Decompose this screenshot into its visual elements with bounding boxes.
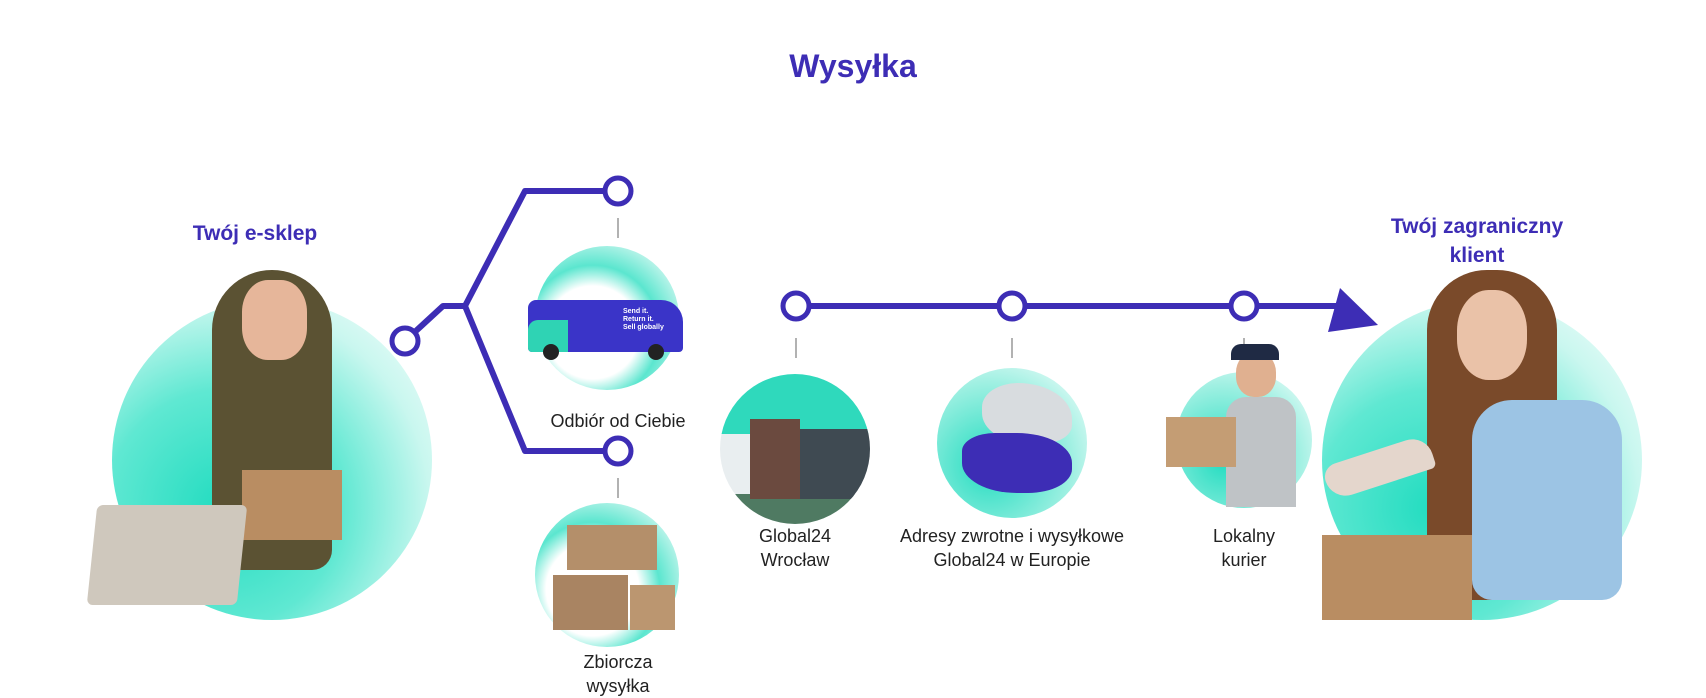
face-shape	[1457, 290, 1527, 380]
box-icon	[567, 525, 657, 570]
arrow-head-icon	[1328, 288, 1378, 332]
parcel-icon	[1322, 535, 1472, 620]
label-line: Twój zagraniczny	[1390, 215, 1564, 238]
step-label-europe: Adresy zwrotne i wysyłkowe Global24 w Eu…	[862, 524, 1162, 572]
label-line: klient	[1449, 244, 1505, 267]
step-label-warehouse: Global24 Wrocław	[695, 524, 895, 572]
van-text: Send it.	[623, 308, 649, 315]
box-icon	[630, 585, 675, 630]
label-line: Zbiorcza	[583, 652, 653, 672]
label-line: Adresy zwrotne i wysyłkowe	[899, 526, 1125, 546]
label-line: Global24 w Europie	[933, 550, 1091, 570]
parcel-icon	[242, 470, 342, 540]
client-heading: Twój zagraniczny klient	[1357, 212, 1597, 270]
warehouse-photo	[720, 374, 870, 524]
van-text: Return it.	[623, 316, 654, 323]
europe-map-ring	[937, 368, 1087, 518]
label-line: wysyłka	[586, 676, 650, 696]
label-line: kurier	[1221, 550, 1267, 570]
shop-illustration	[86, 270, 432, 620]
label-line: Wrocław	[760, 550, 830, 570]
courier-photo	[1166, 344, 1312, 508]
label-line: Global24	[758, 526, 832, 546]
step-label-courier: Lokalny kurier	[1144, 524, 1344, 572]
page-title: Wysyłka	[789, 48, 917, 84]
label-line: Lokalny	[1212, 526, 1276, 546]
face-shape	[242, 280, 307, 360]
van-text: Sell globally	[623, 324, 664, 331]
shop-heading: Twój e-sklep	[192, 222, 318, 245]
shoe-icon	[1321, 433, 1437, 502]
van-icon: Send it. Return it. Sell globally	[528, 300, 683, 360]
europe-countries-shape	[962, 433, 1072, 493]
step-label-consolidated: Zbiorcza wysyłka	[518, 650, 718, 698]
box-icon	[553, 575, 628, 630]
shirt-shape	[1472, 400, 1622, 600]
step-label-pickup: Odbiór od Ciebie	[550, 411, 686, 431]
client-illustration	[1321, 270, 1642, 620]
